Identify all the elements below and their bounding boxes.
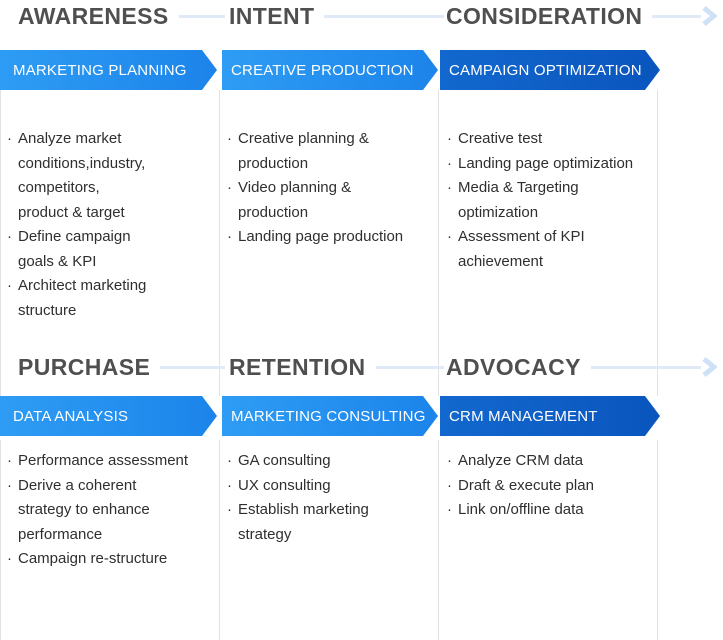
bullet-list-campaign-optimization: Creative test Landing page optimization …: [444, 127, 656, 274]
bullet-item: Analyze market conditions,industry, comp…: [4, 127, 210, 225]
column-divider: [219, 90, 220, 396]
phase-title: CONSIDERATION: [446, 2, 643, 29]
banner-data-analysis: DATA ANALYSIS: [0, 396, 217, 436]
bullet-item: Assessment of KPI achievement: [444, 225, 656, 274]
phase-header-advocacy: ADVOCACY: [438, 352, 723, 382]
banner-label: CRM MANAGEMENT: [449, 407, 598, 425]
column-divider: [657, 90, 658, 396]
flow-line: [324, 14, 444, 18]
bullet-item: GA consulting: [224, 449, 430, 474]
banner-marketing-planning: MARKETING PLANNING: [0, 50, 217, 90]
bullet-list-creative-production: Creative planning & production Video pla…: [224, 127, 430, 250]
bullet-item: UX consulting: [224, 474, 430, 499]
flow-line: [178, 14, 225, 18]
bullet-item: Performance assessment: [4, 449, 210, 474]
bullet-item: Establish marketing strategy: [224, 498, 430, 547]
bullet-item: Landing page production: [224, 225, 430, 250]
bullet-list-marketing-consulting: GA consulting UX consulting Establish ma…: [224, 449, 430, 547]
phase-header-purchase: PURCHASE: [0, 352, 225, 382]
banner-label: CREATIVE PRODUCTION: [231, 61, 414, 79]
chevron-right-icon: [701, 5, 717, 27]
column-divider: [438, 90, 439, 396]
flow-line: [652, 14, 701, 18]
column-divider: [438, 440, 439, 640]
banner-marketing-consulting: MARKETING CONSULTING: [222, 396, 438, 436]
flow-line: [375, 365, 444, 369]
flow-line: [590, 365, 701, 369]
column-divider: [657, 440, 658, 640]
flow-line: [160, 365, 225, 369]
banner-crm-management: CRM MANAGEMENT: [440, 396, 660, 436]
bullet-item: Creative planning & production: [224, 127, 430, 176]
banner-campaign-optimization: CAMPAIGN OPTIMIZATION: [440, 50, 660, 90]
banner-label: CAMPAIGN OPTIMIZATION: [449, 61, 642, 79]
phase-title: RETENTION: [229, 353, 366, 380]
bullet-list-data-analysis: Performance assessment Derive a coherent…: [4, 449, 210, 572]
column-divider: [0, 440, 1, 640]
banner-label: DATA ANALYSIS: [13, 407, 129, 425]
bullet-item: Analyze CRM data: [444, 449, 656, 474]
bullet-list-crm-management: Analyze CRM data Draft & execute plan Li…: [444, 449, 656, 523]
bullet-list-marketing-planning: Analyze market conditions,industry, comp…: [4, 127, 210, 323]
bullet-item: Video planning & production: [224, 176, 430, 225]
bullet-item: Derive a coherent strategy to enhance pe…: [4, 474, 210, 548]
banner-label: MARKETING PLANNING: [13, 61, 187, 79]
bullet-item: Landing page optimization: [444, 152, 656, 177]
phase-title: INTENT: [229, 2, 315, 29]
banner-creative-production: CREATIVE PRODUCTION: [222, 50, 438, 90]
banner-label: MARKETING CONSULTING: [231, 407, 426, 425]
bullet-item: Link on/offline data: [444, 498, 656, 523]
phase-header-consideration: CONSIDERATION: [438, 1, 723, 31]
bullet-item: Draft & execute plan: [444, 474, 656, 499]
phase-header-retention: RETENTION: [219, 352, 444, 382]
phase-title: AWARENESS: [18, 2, 169, 29]
phase-header-awareness: AWARENESS: [0, 1, 225, 31]
phase-header-intent: INTENT: [219, 1, 444, 31]
bullet-item: Architect marketing structure: [4, 274, 210, 323]
bullet-item: Campaign re-structure: [4, 547, 210, 572]
phase-title: PURCHASE: [18, 353, 151, 380]
bullet-item: Media & Targeting optimization: [444, 176, 656, 225]
bullet-item: Creative test: [444, 127, 656, 152]
chevron-right-icon: [701, 356, 717, 378]
column-divider: [0, 90, 1, 396]
phase-title: ADVOCACY: [446, 353, 581, 380]
column-divider: [219, 440, 220, 640]
bullet-item: Define campaign goals & KPI: [4, 225, 210, 274]
